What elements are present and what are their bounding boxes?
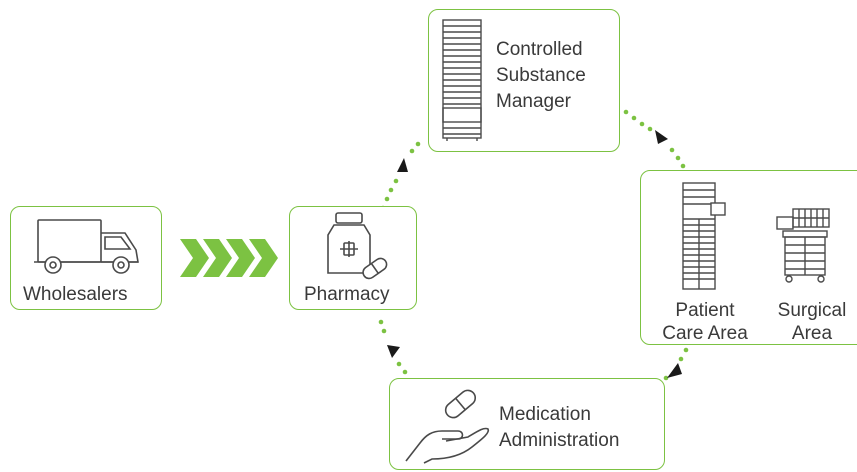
patient-care-label-line2: Care Area <box>662 323 748 344</box>
arrowhead-icon <box>387 345 400 358</box>
surgical-label-line2: Area <box>791 323 833 344</box>
care-areas-node: Patient Care Area Surgical Area <box>640 170 857 345</box>
wholesalers-label: Wholesalers <box>23 284 128 305</box>
medication-label-line1: Medication <box>499 404 591 425</box>
medicine-bottle-icon <box>327 212 388 280</box>
cabinet-icon <box>442 19 482 141</box>
csm-label-line3: Manager <box>496 91 571 112</box>
arrowhead-icon <box>655 130 668 144</box>
csm-label-line2: Substance <box>496 65 586 86</box>
wholesalers-node: Wholesalers <box>10 206 162 310</box>
csm-node: Controlled Substance Manager <box>428 9 620 152</box>
dotted-connector-pharmacy-csm <box>380 141 421 211</box>
anesthesia-cart-icon <box>776 208 830 283</box>
arrowhead-icon <box>397 158 408 172</box>
dotted-connector-medication-pharmacy <box>378 319 408 375</box>
medication-label-line2: Administration <box>499 430 620 451</box>
chevron-arrows-icon <box>180 239 278 277</box>
pharmacy-node: Pharmacy <box>289 206 417 310</box>
dotted-connector-csm-patient <box>623 109 686 169</box>
truck-icon <box>34 219 139 274</box>
pharmacy-label: Pharmacy <box>304 284 390 305</box>
medication-node: Medication Administration <box>389 378 665 470</box>
arrowhead-icon <box>667 363 682 378</box>
surgical-label-line1: Surgical <box>777 300 847 321</box>
csm-label-line1: Controlled <box>496 39 583 60</box>
hand-pill-icon <box>405 389 490 464</box>
dispensing-cabinet-icon <box>682 182 726 290</box>
patient-care-label-line1: Patient <box>675 300 735 321</box>
